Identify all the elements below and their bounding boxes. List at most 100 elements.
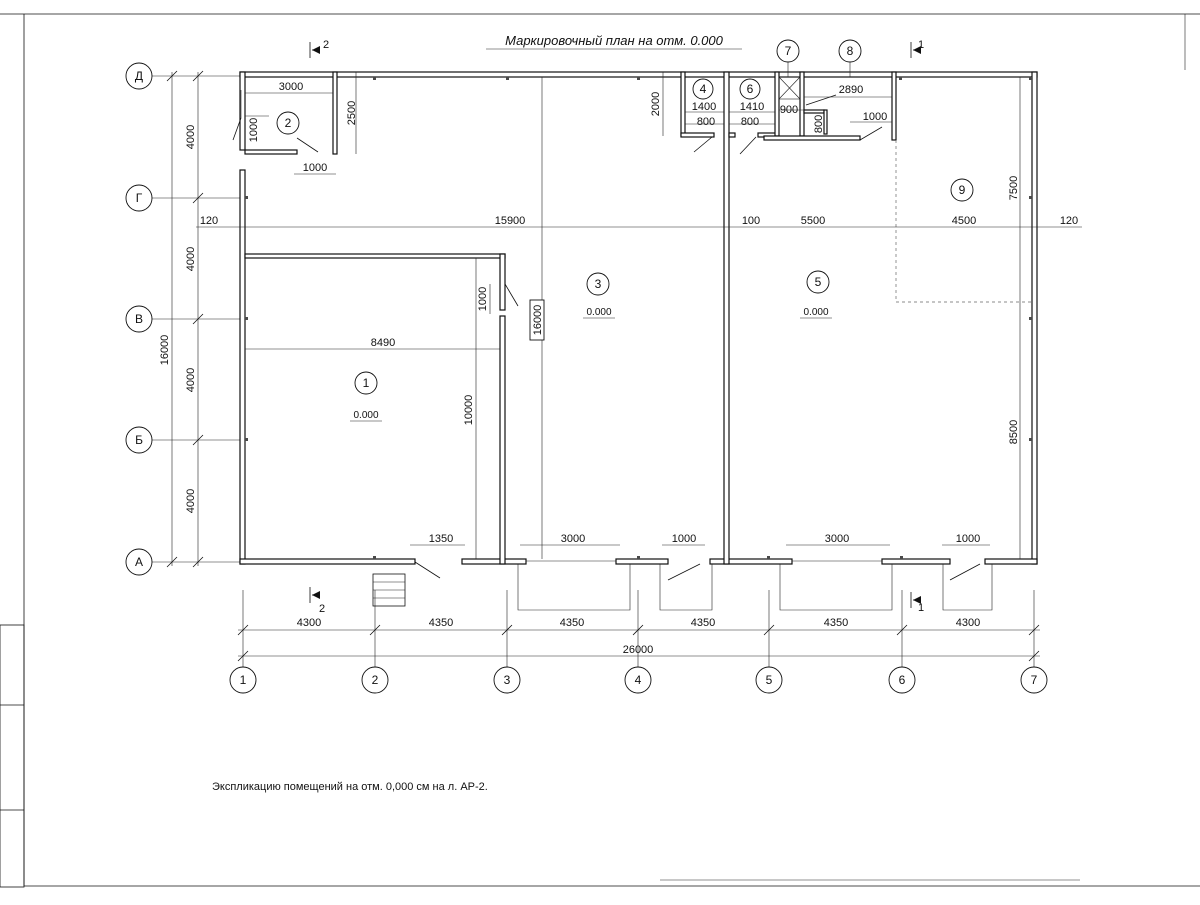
dim-1400: 1400: [692, 101, 716, 113]
dim-left-span-2: 4000: [185, 247, 197, 271]
svg-text:Г: Г: [136, 191, 143, 205]
svg-text:6: 6: [899, 673, 906, 687]
column-axis-bubbles: 1 2 3 4 5 6 7: [229, 666, 1048, 694]
axis-bubble-col-7: 7: [1020, 666, 1048, 694]
svg-text:Д: Д: [135, 69, 143, 83]
exterior-platforms: [372, 564, 993, 611]
dim-1350: 1350: [429, 533, 453, 545]
dim-4500: 4500: [952, 215, 976, 227]
dim-1410: 1410: [740, 101, 764, 113]
room-marker-1: 1 0.000: [350, 371, 382, 422]
svg-text:4: 4: [700, 82, 707, 96]
svg-text:3: 3: [504, 673, 511, 687]
dim-120-left: 120: [200, 215, 218, 227]
svg-text:В: В: [135, 312, 143, 326]
dim-1000-door-left: 1000: [248, 118, 260, 142]
row-axis-bubbles: Д Г В Б А: [125, 62, 153, 576]
grid-lines: [152, 75, 1035, 667]
dim-7500: 7500: [1008, 176, 1020, 200]
section-marks: 2 2 1 1: [309, 39, 924, 615]
svg-text:8: 8: [847, 44, 854, 58]
dim-bottom-total: 26000: [623, 644, 654, 656]
svg-text:0.000: 0.000: [803, 307, 828, 318]
axis-bubble-col-5: 5: [755, 666, 783, 694]
dim-1000-door-3: 1000: [956, 533, 980, 545]
dim-bottom-span-5: 4350: [824, 617, 848, 629]
dim-2890: 2890: [839, 84, 863, 96]
svg-text:5: 5: [766, 673, 773, 687]
svg-text:А: А: [135, 555, 143, 569]
dim-8490: 8490: [371, 337, 395, 349]
axis-bubble-row-b: Б: [125, 426, 153, 454]
dim-100: 100: [742, 215, 760, 227]
svg-text:7: 7: [1031, 673, 1038, 687]
dim-2500: 2500: [346, 101, 358, 125]
svg-text:9: 9: [959, 183, 966, 197]
shaft-room-7: [778, 76, 801, 100]
section-mark-1-top: 1: [910, 39, 924, 58]
bottom-dimension-chain: 4300 4350 4350 4350 4350 4300 26000: [237, 617, 1040, 662]
svg-text:1: 1: [363, 376, 370, 390]
dim-bottom-span-6: 4300: [956, 617, 980, 629]
svg-text:Б: Б: [135, 433, 143, 447]
dim-1000-room-1-door: 1000: [477, 287, 489, 311]
svg-text:6: 6: [747, 82, 754, 96]
dim-900: 900: [780, 104, 798, 116]
explication-note: Экспликацию помещений на отм. 0,000 см н…: [212, 781, 488, 793]
dim-800-room-6: 800: [741, 116, 759, 128]
sheet-frame: [0, 13, 1200, 888]
door-swing-axis-a-1: [414, 561, 441, 579]
dim-15900: 15900: [495, 215, 526, 227]
room-marker-9: 9: [950, 178, 974, 202]
axis-bubble-row-v: В: [125, 305, 153, 333]
room-markers: 1 0.000 2 3 0.000 4 5 0.000 6: [276, 39, 974, 422]
section-mark-2-top: 2: [309, 39, 329, 58]
svg-text:1: 1: [918, 39, 924, 51]
porch-3: [942, 564, 993, 611]
dim-left-total: 16000: [159, 335, 171, 366]
room-marker-6: 6: [739, 78, 761, 100]
room-marker-4: 4: [692, 78, 714, 100]
dim-120-right: 120: [1060, 215, 1078, 227]
door-swing-room-1: [504, 283, 519, 307]
axis-bubble-col-2: 2: [361, 666, 389, 694]
room-marker-5: 5 0.000: [800, 270, 832, 319]
dim-2000: 2000: [650, 92, 662, 116]
axis-bubble-col-1: 1: [229, 666, 257, 694]
axis-bubble-row-g: Г: [125, 184, 153, 212]
dim-bottom-span-4: 4350: [691, 617, 715, 629]
porch-2: [659, 564, 713, 611]
dim-5500: 5500: [801, 215, 825, 227]
svg-text:7: 7: [785, 44, 792, 58]
svg-text:4: 4: [635, 673, 642, 687]
axis-bubble-row-a: А: [125, 548, 153, 576]
dim-1000-room-8: 1000: [863, 111, 887, 123]
door-swing-left: [232, 117, 242, 141]
svg-text:2: 2: [323, 39, 329, 51]
room-marker-8: 8: [838, 39, 862, 77]
axis-bubble-col-3: 3: [493, 666, 521, 694]
wall-ticks: [245, 77, 1032, 559]
dim-3000-gate-1: 3000: [561, 533, 585, 545]
svg-text:5: 5: [815, 275, 822, 289]
svg-text:2: 2: [372, 673, 379, 687]
dim-10000: 10000: [463, 395, 475, 426]
svg-text:2: 2: [285, 116, 292, 130]
svg-text:0.000: 0.000: [586, 307, 611, 318]
svg-text:16000: 16000: [532, 305, 544, 336]
left-dimension-chain: 4000 4000 4000 4000 16000: [159, 70, 204, 568]
room-marker-7: 7: [776, 39, 800, 77]
dim-left-span-1: 4000: [185, 125, 197, 149]
dim-3000-room-2: 3000: [279, 81, 303, 93]
dim-bottom-span-2: 4350: [429, 617, 453, 629]
interior-walls: [244, 71, 897, 565]
dim-3000-gate-2: 3000: [825, 533, 849, 545]
svg-text:0.000: 0.000: [353, 410, 378, 421]
dim-800-room-8: 800: [813, 115, 825, 133]
room-9-boundary: [895, 140, 1032, 303]
section-mark-2-bottom: 2: [309, 587, 325, 615]
dim-bottom-span-1: 4300: [297, 617, 321, 629]
dim-1000-door-room-2: 1000: [303, 162, 327, 174]
